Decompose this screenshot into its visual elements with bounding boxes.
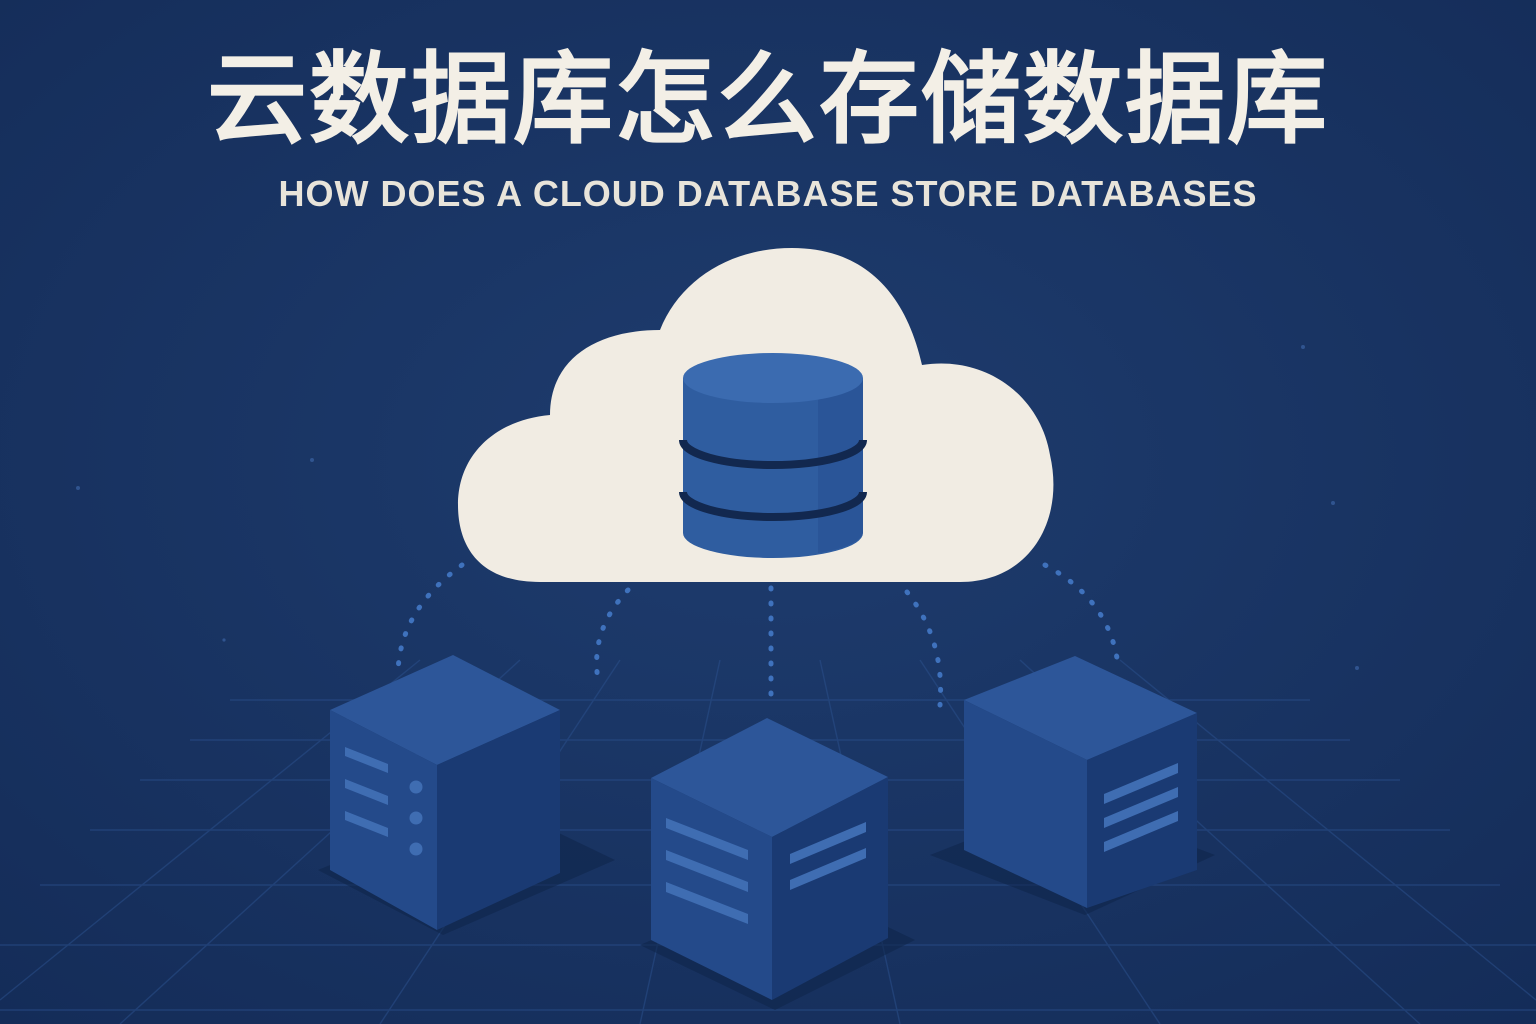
connection-arc-left	[395, 562, 465, 675]
server-panel-lines	[345, 747, 388, 837]
server-panel-lines-right	[790, 822, 866, 890]
server-panel-lines	[1104, 763, 1178, 852]
background-specks	[76, 345, 1359, 670]
server-middle	[640, 718, 915, 1010]
connection-lines	[395, 562, 1121, 708]
connection-arc-right	[1042, 562, 1121, 668]
connection-arc-middle-right	[904, 589, 944, 708]
page-subtitle: HOW DOES A CLOUD DATABASE STORE DATABASE…	[278, 173, 1258, 214]
server-panel-lines-left	[666, 818, 748, 924]
server-status-dots	[409, 780, 423, 856]
connection-arc-middle-left	[594, 587, 631, 683]
page-title: 云数据库怎么存储数据库	[207, 41, 1329, 158]
server-left	[318, 655, 615, 935]
server-right	[930, 656, 1215, 915]
database-cylinder-icon	[679, 353, 867, 558]
